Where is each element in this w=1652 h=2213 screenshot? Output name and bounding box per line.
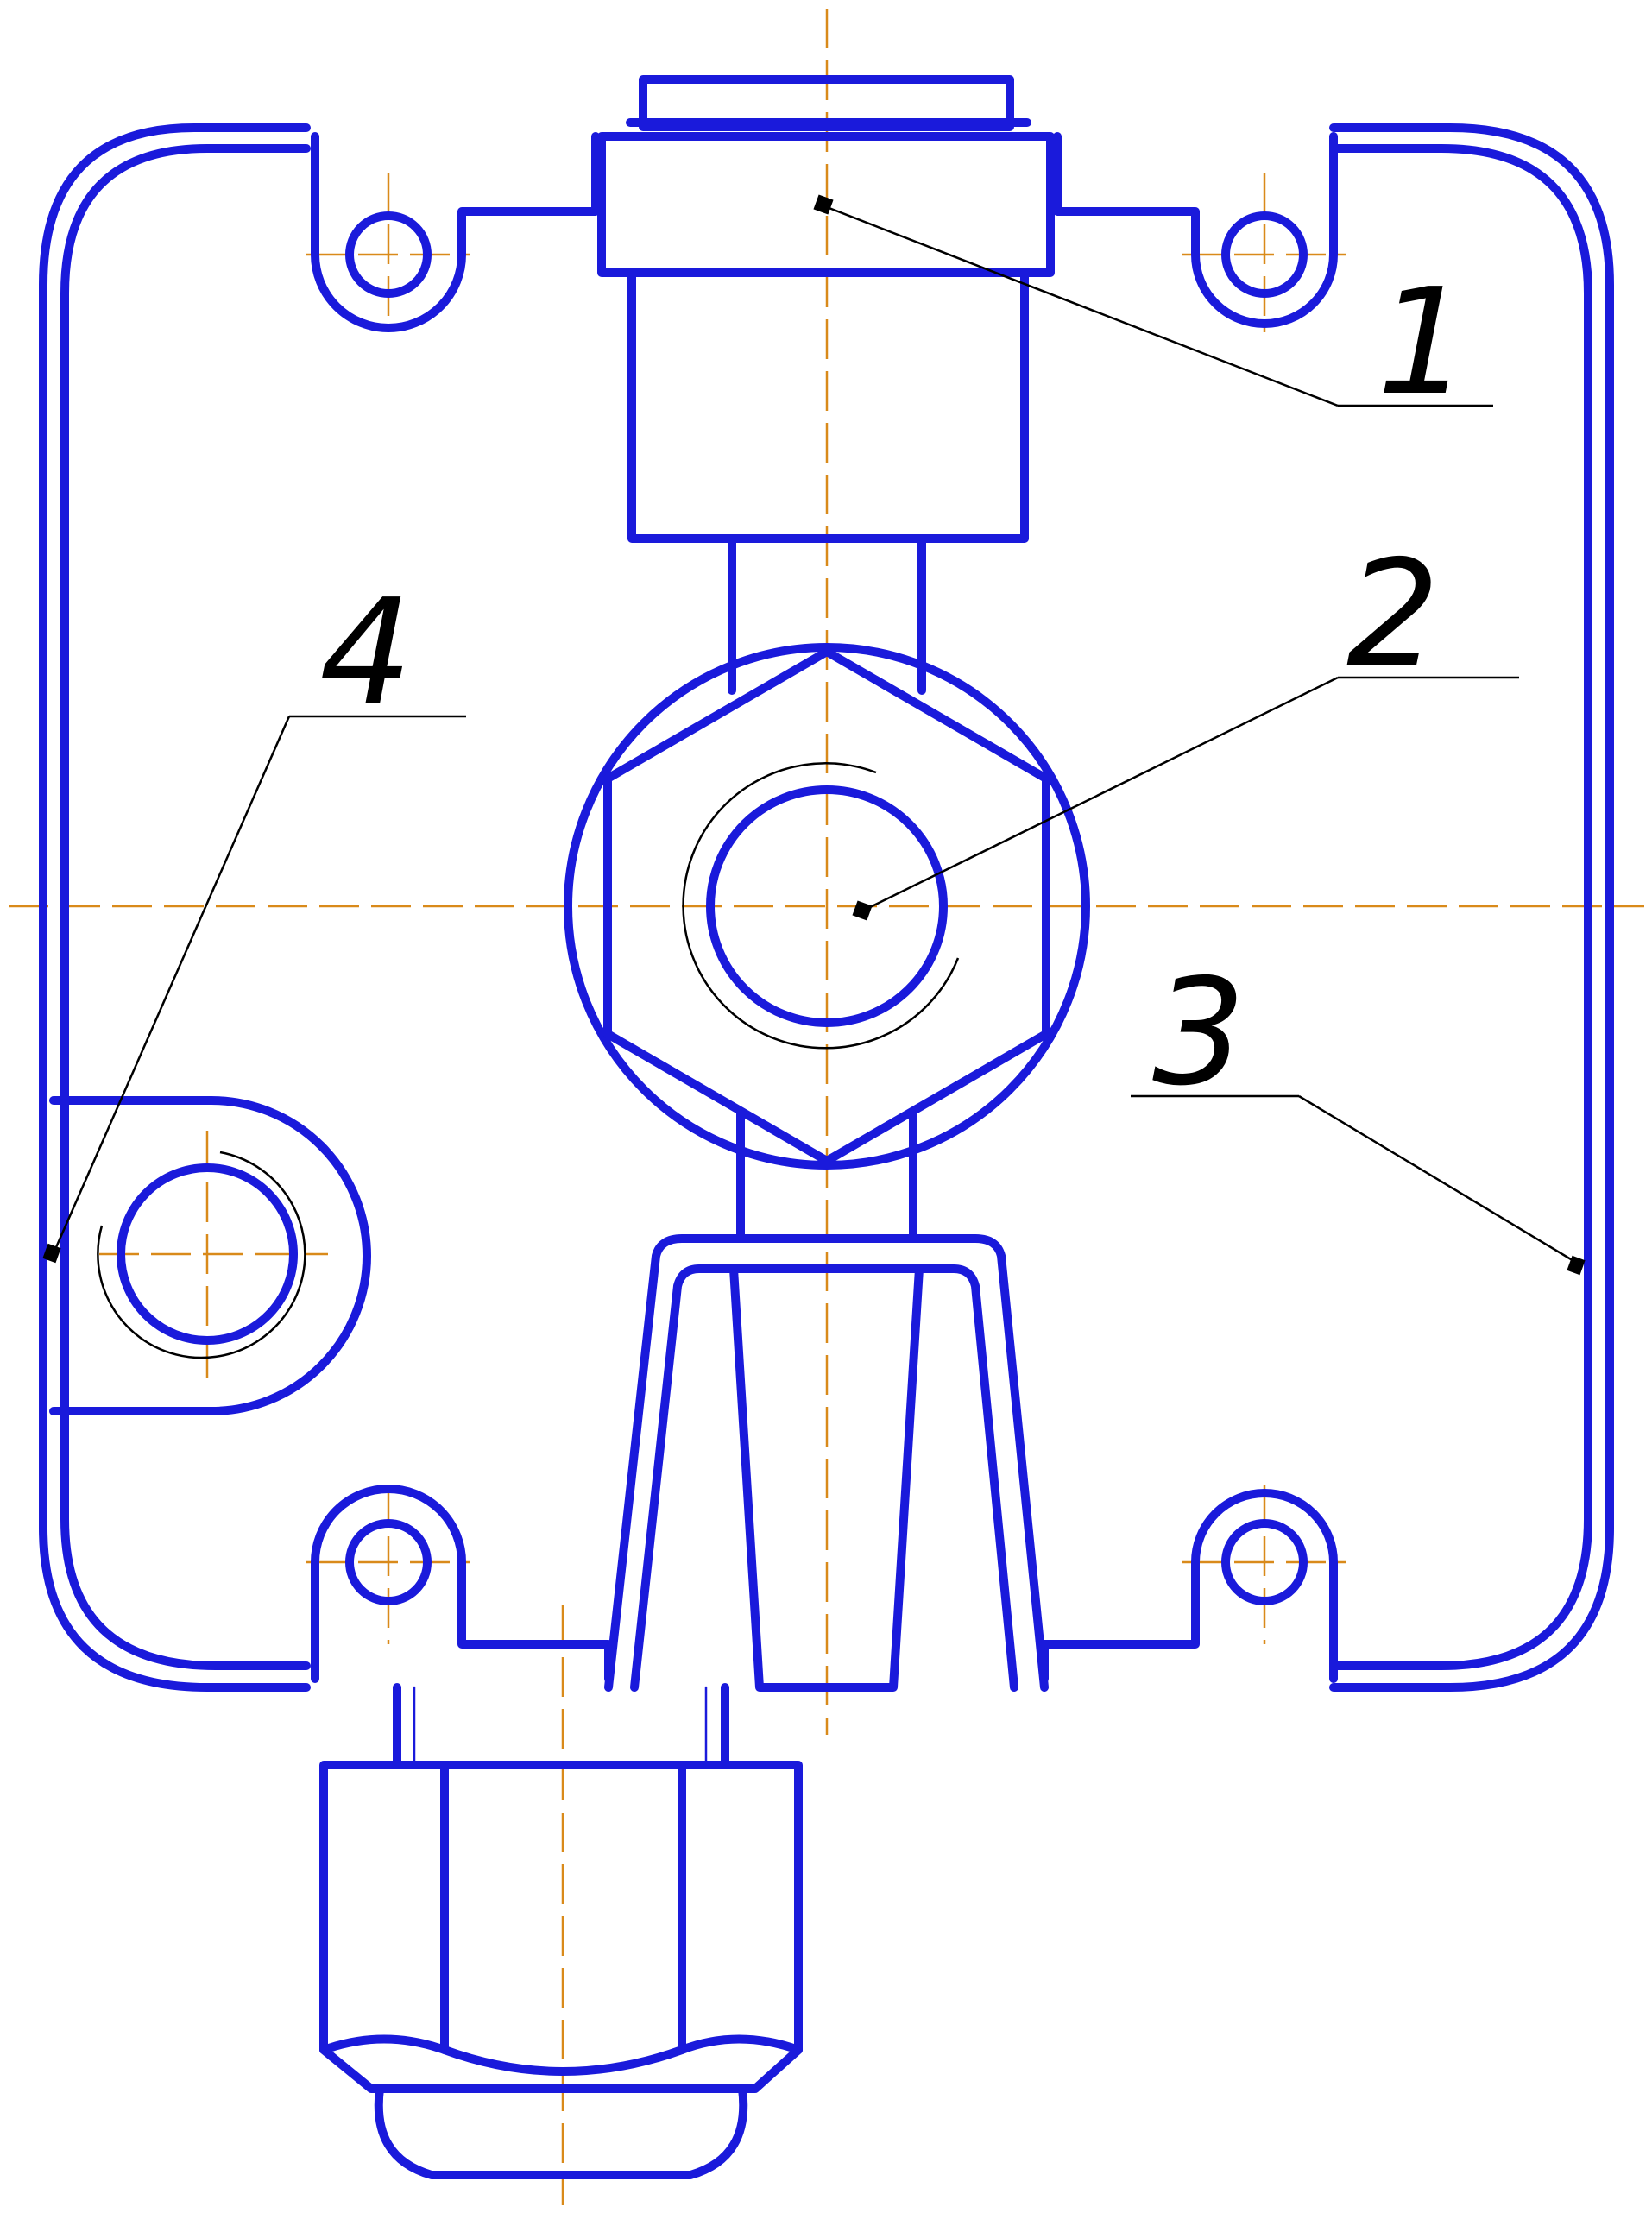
connector-body (627, 268, 1029, 543)
gland-cap (374, 2084, 748, 2179)
top-right-mount-boss (1053, 132, 1338, 328)
leader-lines (52, 205, 1580, 1266)
top-left-mount-hole (345, 211, 432, 298)
hex-nut (603, 647, 1050, 1165)
bottom-right-mount-hole (1221, 1519, 1308, 1605)
duct-taper-insert (729, 1264, 924, 1692)
fitting-bore (706, 785, 948, 1027)
callout-labels: 1 2 3 4 (319, 257, 1470, 1119)
duct-inner (630, 1264, 1018, 1692)
housing-outer-wall (39, 123, 1614, 1692)
duct-outer (604, 1234, 1049, 1692)
left-lug-hole (117, 1163, 298, 1345)
lug-thread-arc (97, 1151, 306, 1359)
cable-duct (604, 1234, 1049, 1692)
bottom-right-mount-boss (1040, 1489, 1338, 1683)
leader-endpoints (42, 194, 1586, 1276)
leader-3 (1298, 1094, 1580, 1266)
callout-3: 3 (1152, 948, 1245, 1119)
housing-inner-wall (60, 144, 1592, 1670)
leader-4 (52, 716, 291, 1254)
left-mounting-lug (49, 1096, 371, 1415)
fitting-stem-lower (736, 1109, 917, 1239)
leader-1 (826, 205, 1339, 407)
top-left-mount-boss (311, 132, 600, 332)
bottom-left-mount-hole (345, 1519, 432, 1605)
fitting-thread-arc (682, 762, 960, 1050)
cable-gland (319, 1683, 803, 2179)
housing-body (39, 123, 1614, 1692)
callout-2: 2 (1346, 529, 1440, 700)
bottom-left-mount-boss (311, 1485, 613, 1683)
top-right-mount-hole (1221, 211, 1308, 298)
top-connector (597, 75, 1055, 669)
hex-fitting (97, 643, 1090, 1359)
callout-4: 4 (319, 568, 413, 739)
callout-1: 1 (1377, 257, 1470, 428)
leader-2 (862, 676, 1339, 912)
